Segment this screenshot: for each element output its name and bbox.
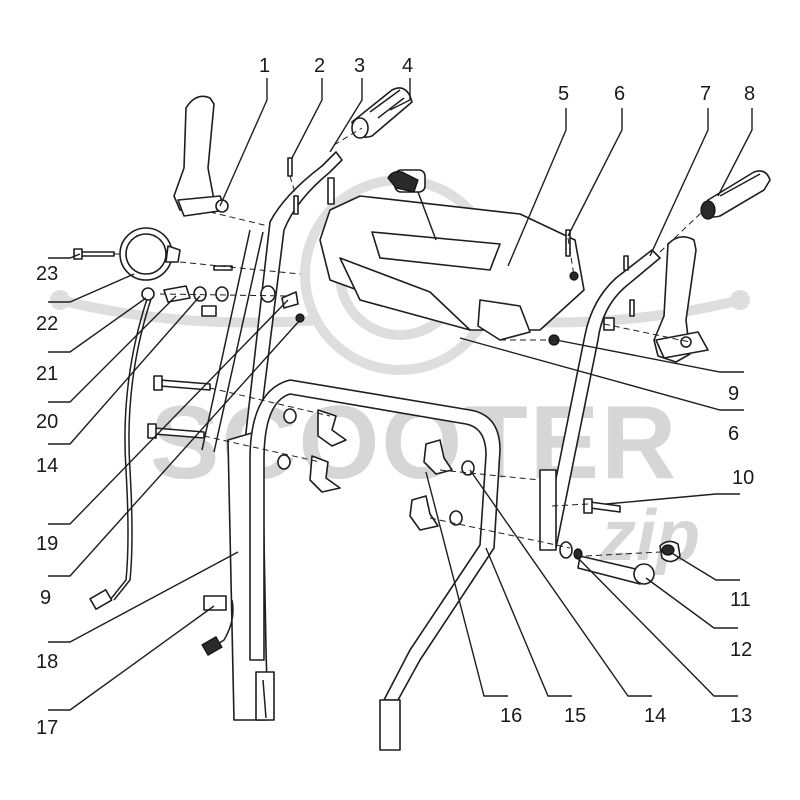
callout-1: 1 [259,55,270,77]
callout-17: 17 [36,717,58,739]
callout-6-right: 6 [728,423,739,445]
callout-22: 22 [36,313,58,335]
callout-19: 19 [36,533,58,555]
left-deadman-lever [173,95,229,217]
callout-5: 5 [558,83,569,105]
callout-16: 16 [500,705,522,727]
left-grip [351,87,413,139]
callout-9-left: 9 [40,587,51,609]
callout-12: 12 [730,639,752,661]
callout-14-left: 14 [36,455,58,477]
callout-7: 7 [700,83,711,105]
headlight [119,227,181,281]
callout-10: 10 [732,467,754,489]
hardware [73,157,692,585]
callout-23: 23 [36,263,58,285]
callout-14-right: 14 [644,705,666,727]
assembly-lines [114,127,703,557]
wire-harness [89,295,234,657]
callout-9-right: 9 [728,383,739,405]
cross-bar [249,379,501,751]
callout-20: 20 [36,411,58,433]
right-grip [700,170,771,220]
callout-13: 13 [730,705,752,727]
control-panel [319,169,585,341]
callout-15: 15 [564,705,586,727]
leader-lines [48,78,753,711]
callout-labels: 1 2 3 4 5 6 7 8 9 6 10 11 12 13 14 15 16… [36,55,755,739]
callout-18: 18 [36,651,58,673]
callout-11: 11 [730,589,751,611]
callout-2: 2 [314,55,325,77]
callout-8: 8 [744,83,755,105]
callout-3: 3 [354,55,365,77]
right-upper-handle [539,249,661,551]
callout-6-top: 6 [614,83,625,105]
callout-4: 4 [402,55,413,77]
callout-21: 21 [36,363,58,385]
